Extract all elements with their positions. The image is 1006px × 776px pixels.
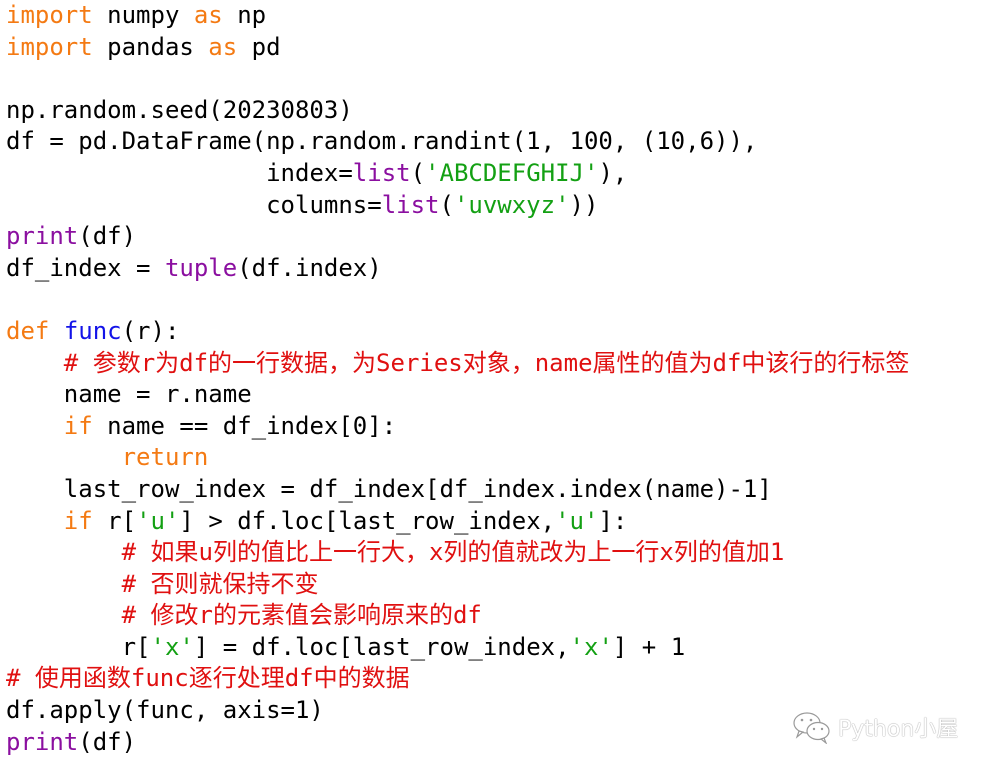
code-comment: # 参数r为df的一行数据，为Series对象，name属性的值为df中该行的行… bbox=[63, 348, 910, 377]
code-line: # 否则就保持不变 bbox=[6, 569, 909, 601]
code-token: ]: bbox=[598, 506, 628, 535]
code-token: ] > df.loc[last_row_index, bbox=[179, 506, 556, 535]
code-line: import pandas as pd bbox=[6, 32, 909, 64]
code-token: (r): bbox=[121, 316, 180, 345]
code-string: 'u' bbox=[136, 506, 180, 535]
code-token: numpy bbox=[92, 1, 194, 29]
code-string: 'x' bbox=[569, 632, 613, 661]
code-token: columns= bbox=[266, 190, 382, 219]
code-token: np.random.seed(20230803) bbox=[6, 95, 353, 124]
code-token: r[ bbox=[92, 506, 137, 535]
code-line: df.apply(func, axis=1) bbox=[6, 695, 909, 727]
code-line: if name == df_index[0]: bbox=[6, 411, 909, 443]
code-line: np.random.seed(20230803) bbox=[6, 95, 909, 127]
code-line: return bbox=[6, 442, 909, 474]
code-token: name = r.name bbox=[63, 380, 252, 409]
code-token: (df.index) bbox=[237, 253, 382, 282]
code-token: df_index = bbox=[6, 253, 165, 282]
code-function-name: func bbox=[63, 316, 122, 345]
code-line bbox=[6, 63, 909, 95]
code-comment: # 使用函数func逐行处理df中的数据 bbox=[6, 664, 410, 693]
code-token: ] + 1 bbox=[612, 632, 686, 661]
code-token: r[ bbox=[121, 632, 151, 661]
code-keyword: import bbox=[6, 1, 93, 29]
code-comment: # 否则就保持不变 bbox=[121, 569, 319, 598]
code-builtin: print bbox=[6, 222, 79, 251]
code-comment: # 如果u列的值比上一行大，x列的值就改为上一行x列的值加1 bbox=[121, 538, 785, 567]
code-token bbox=[49, 317, 63, 345]
code-line: r['x'] = df.loc[last_row_index,'x'] + 1 bbox=[6, 632, 909, 664]
code-token: (df) bbox=[78, 727, 137, 756]
watermark-text: Python小屋 bbox=[838, 717, 959, 742]
code-token: ( bbox=[410, 158, 426, 187]
code-line: # 参数r为df的一行数据，为Series对象，name属性的值为df中该行的行… bbox=[6, 348, 910, 380]
code-line: df = pd.DataFrame(np.random.randint(1, 1… bbox=[6, 126, 909, 158]
code-token: np bbox=[222, 1, 267, 29]
code-comment: # 修改r的元素值会影响原来的df bbox=[121, 601, 482, 630]
code-line: # 如果u列的值比上一行大，x列的值就改为上一行x列的值加1 bbox=[6, 537, 909, 569]
code-token: pandas bbox=[92, 32, 209, 61]
code-line: columns=list('uvwxyz')) bbox=[6, 190, 909, 222]
watermark: Python小屋 bbox=[792, 710, 958, 744]
code-token: ] = df.loc[last_row_index, bbox=[193, 632, 570, 661]
code-line: # 修改r的元素值会影响原来的df bbox=[6, 600, 909, 632]
code-string: 'u' bbox=[555, 506, 599, 535]
code-token: name == df_index[0]: bbox=[92, 411, 397, 440]
code-line: import numpy as np bbox=[6, 0, 909, 32]
code-builtin: tuple bbox=[164, 253, 238, 282]
code-line: df_index = tuple(df.index) bbox=[6, 253, 909, 285]
code-token: ( bbox=[439, 190, 454, 219]
code-keyword: return bbox=[121, 443, 209, 472]
code-line bbox=[6, 284, 909, 316]
code-keyword: as bbox=[193, 1, 223, 29]
code-builtin: list bbox=[381, 190, 440, 219]
code-builtin: list bbox=[352, 158, 411, 187]
wechat-icon bbox=[793, 712, 830, 744]
code-keyword: def bbox=[6, 316, 50, 345]
code-keyword: import bbox=[6, 32, 93, 61]
code-line: print(df) bbox=[6, 221, 909, 253]
code-token: (df) bbox=[78, 222, 137, 251]
code-string: 'uvwxyz' bbox=[453, 190, 570, 219]
code-line: index=list('ABCDEFGHIJ'), bbox=[6, 158, 909, 190]
code-line: last_row_index = df_index[df_index.index… bbox=[6, 474, 909, 506]
code-line: def func(r): bbox=[6, 316, 909, 348]
code-line: name = r.name bbox=[6, 379, 909, 411]
code-line: if r['u'] > df.loc[last_row_index,'u']: bbox=[6, 506, 909, 538]
code-string: 'x' bbox=[150, 632, 194, 661]
code-keyword: as bbox=[208, 32, 238, 61]
code-builtin: print bbox=[6, 727, 79, 756]
code-token: pd bbox=[237, 32, 281, 61]
code-token: df.apply(func, axis=1) bbox=[6, 696, 324, 725]
code-token: df = pd.DataFrame(np.random.randint(1, 1… bbox=[6, 127, 758, 156]
code-string: 'ABCDEFGHIJ' bbox=[425, 158, 599, 187]
code-line: print(df) bbox=[6, 727, 909, 759]
code-keyword: if bbox=[63, 506, 93, 535]
code-token: index= bbox=[266, 158, 353, 187]
code-token: last_row_index = df_index[df_index.index… bbox=[63, 474, 772, 503]
code-token: ), bbox=[598, 158, 628, 187]
code-keyword: if bbox=[63, 411, 93, 440]
code-token: )) bbox=[569, 190, 599, 219]
code-line: # 使用函数func逐行处理df中的数据 bbox=[6, 663, 909, 695]
